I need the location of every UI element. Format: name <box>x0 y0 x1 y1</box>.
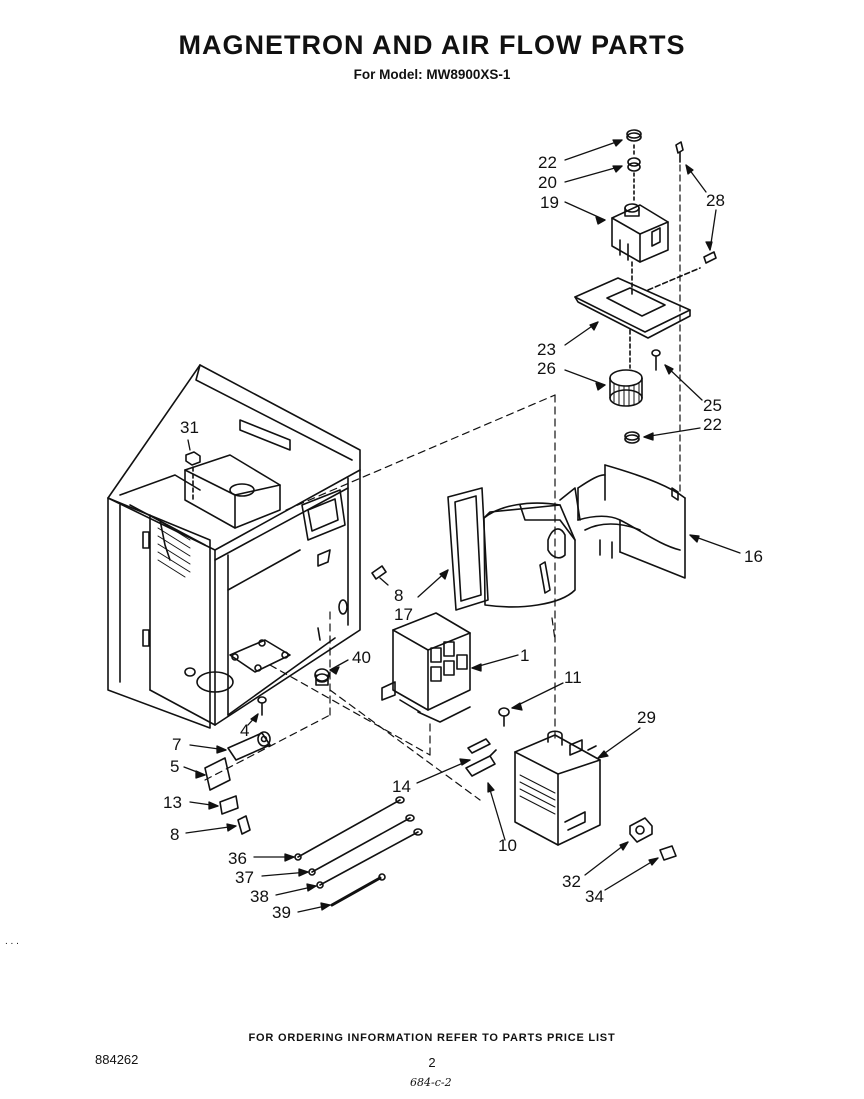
thermostat-part-32 <box>629 817 653 843</box>
callout-25: 25 <box>703 396 722 415</box>
bracket-plate-part-23 <box>574 261 701 339</box>
callout-13: 13 <box>163 793 182 812</box>
screw-part-8-upper <box>371 565 387 580</box>
callout-8-lower: 8 <box>170 825 179 844</box>
callout-16: 16 <box>744 547 763 566</box>
screw-part-25 <box>651 349 661 371</box>
callout-11: 11 <box>564 668 582 687</box>
callout-26: 26 <box>537 359 556 378</box>
callout-23: 23 <box>537 340 556 359</box>
nut-part-31 <box>185 451 201 501</box>
callout-32: 32 <box>562 872 581 891</box>
cabinet-chassis <box>107 364 361 729</box>
magnetron-part-29 <box>514 730 601 846</box>
callout-10: 10 <box>498 836 517 855</box>
capacitor-part-7 <box>227 731 271 761</box>
ordering-note: FOR ORDERING INFORMATION REFER TO PARTS … <box>248 1032 616 1044</box>
callout-39: 39 <box>272 903 291 922</box>
washers-part-20-22 <box>626 129 642 201</box>
assembly-dashed-lines <box>204 394 556 801</box>
callout-22-top: 22 <box>538 153 557 172</box>
callout-5: 5 <box>170 757 179 776</box>
callout-40: 40 <box>352 648 371 667</box>
callout-numbers: 22 20 19 28 23 26 25 22 16 31 8 17 40 1 … <box>163 153 763 922</box>
callout-4: 4 <box>240 721 249 740</box>
air-duct-part-16 <box>577 464 686 579</box>
clip-part-13 <box>219 795 239 815</box>
screw-part-34 <box>659 845 677 861</box>
screw-part-11 <box>498 707 510 727</box>
screws-part-28 <box>675 141 717 496</box>
screw-part-8-lower <box>237 815 251 835</box>
wire-part-39 <box>330 873 386 907</box>
model-subtitle: For Model: MW8900XS-1 <box>353 67 511 82</box>
callout-19: 19 <box>540 193 559 212</box>
callout-17: 17 <box>394 605 413 624</box>
fan-motor-part-19 <box>611 203 669 263</box>
callout-34: 34 <box>585 887 604 906</box>
callout-36: 36 <box>228 849 247 868</box>
margin-mark: . . . <box>5 936 19 947</box>
wire-part-38 <box>316 828 423 889</box>
washer-lower-part-22 <box>624 431 640 444</box>
leader-lines <box>183 139 741 913</box>
air-channel-duct <box>483 487 581 608</box>
callout-37: 37 <box>235 868 254 887</box>
gasket-part-17 <box>447 487 489 611</box>
callout-38: 38 <box>250 887 269 906</box>
callout-20: 20 <box>538 173 557 192</box>
callout-8-upper: 8 <box>394 586 403 605</box>
fan-blade-part-26 <box>609 329 643 407</box>
diode-part-14 <box>467 738 491 754</box>
screw-part-4 <box>257 696 267 716</box>
callout-7: 7 <box>172 735 181 754</box>
page-number: 2 <box>428 1055 436 1070</box>
callout-29: 29 <box>637 708 656 727</box>
document-number: 884262 <box>95 1052 139 1067</box>
bracket-part-5 <box>204 757 231 791</box>
callout-22-lower: 22 <box>703 415 722 434</box>
callout-14: 14 <box>392 777 411 796</box>
bracket-part-10 <box>465 749 497 777</box>
callout-28: 28 <box>706 191 725 210</box>
foot-part-40 <box>315 673 329 683</box>
callout-1: 1 <box>520 646 529 665</box>
handwritten-note: 684-c-2 <box>410 1076 452 1089</box>
page-title: MAGNETRON AND AIR FLOW PARTS <box>178 30 686 60</box>
callout-31: 31 <box>180 418 199 437</box>
transformer-part-1 <box>381 612 471 723</box>
wire-part-36 <box>294 796 405 861</box>
wire-part-37 <box>308 814 415 876</box>
